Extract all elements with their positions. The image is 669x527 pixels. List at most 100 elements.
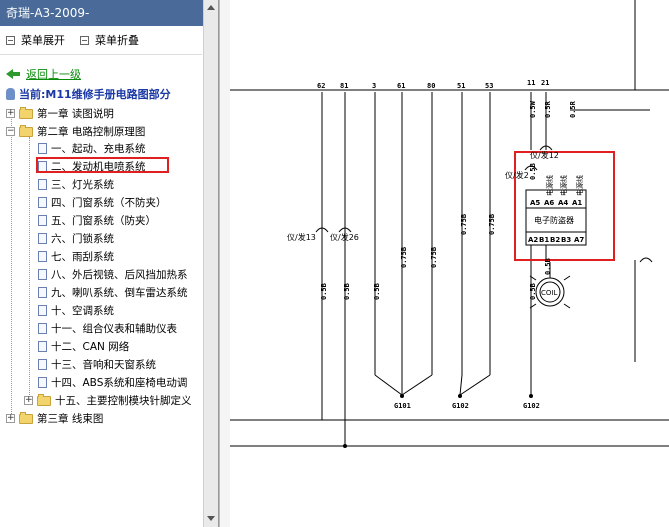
folder-icon	[37, 393, 51, 406]
wire-code: 0.5B	[373, 283, 381, 300]
tree-item-label: 十五、主要控制模块针脚定义	[55, 395, 192, 407]
side-label: 电源线	[575, 175, 584, 196]
connector-label: 仪/发12	[530, 150, 559, 160]
document-icon	[38, 179, 47, 190]
menu-toolbar: 菜单展开 菜单折叠	[0, 28, 202, 50]
back-link-label: 返回上一级	[26, 68, 81, 81]
tree-item-label: 十三、音响和天窗系统	[51, 359, 156, 371]
pin-number: 81	[340, 82, 348, 90]
document-icon	[38, 143, 47, 154]
tree-item-label: 十二、CAN 网络	[51, 341, 130, 353]
navigation-panel: 奇瑞-A3-2009- 菜单展开 菜单折叠 返回上一级 当前:M11维修手册电路…	[0, 0, 219, 527]
document-icon	[38, 287, 47, 298]
wire-code: 0.5W	[529, 100, 537, 118]
folder-open-icon	[19, 124, 33, 137]
document-icon	[38, 269, 47, 280]
tree-item-label: 五、门窗系统（防夹）	[51, 215, 156, 227]
document-icon	[38, 215, 47, 226]
module-pin: B2	[550, 236, 560, 244]
tree-guide	[29, 137, 30, 399]
module-name: 电子防盗器	[534, 215, 574, 225]
tree-item[interactable]: 六、门锁系统	[38, 231, 114, 246]
tree-item-label: 一、起动、充电系统	[51, 143, 146, 155]
document-icon	[38, 377, 47, 388]
tree-item[interactable]: 三、灯光系统	[38, 177, 114, 192]
coil-label: COIL	[541, 289, 557, 297]
collapse-menu-button[interactable]: 菜单折叠	[80, 32, 139, 48]
document-icon	[38, 323, 47, 334]
module-pin: A5	[530, 199, 540, 207]
selection-highlight	[36, 157, 169, 173]
pin-number: 21	[541, 79, 549, 87]
ground-label: G101	[394, 402, 411, 410]
tree-item-folder[interactable]: + 十五、主要控制模块针脚定义	[24, 393, 192, 408]
wire-code: 0.75B	[460, 214, 468, 235]
tree-chapter-3[interactable]: + 第三章 线束图	[6, 411, 103, 426]
tree-item-label: 十、空调系统	[51, 305, 114, 317]
pin-number: 80	[427, 82, 435, 90]
connector-label: 仪/发26	[330, 232, 359, 242]
ground-label: G102	[452, 402, 469, 410]
collapse-toggle-icon[interactable]: −	[6, 126, 15, 136]
module-pin: A2	[528, 236, 538, 244]
connector-label: 仪/发2	[505, 170, 529, 180]
tree-chapter-2[interactable]: − 第二章 电路控制原理图	[6, 124, 145, 139]
tree-item[interactable]: 十二、CAN 网络	[38, 339, 129, 354]
tree-item[interactable]: 十四、ABS系统和座椅电动调	[38, 375, 187, 390]
pin-number: 62	[317, 82, 325, 90]
folder-icon	[19, 411, 33, 424]
collapse-icon	[80, 35, 89, 45]
side-label: 电源线	[559, 175, 568, 196]
wire-code: 0.75B	[400, 247, 408, 268]
current-location: 当前:M11维修手册电路图部分	[6, 86, 171, 102]
expand-toggle-icon[interactable]: +	[6, 108, 15, 118]
document-icon	[38, 305, 47, 316]
document-icon	[38, 341, 47, 352]
expand-menu-button[interactable]: 菜单展开	[6, 32, 65, 48]
wire-code: 0.5B	[529, 163, 537, 180]
document-icon	[38, 197, 47, 208]
folder-icon	[19, 106, 33, 119]
document-icon	[38, 359, 47, 370]
tree-item[interactable]: 一、起动、充电系统	[38, 141, 146, 156]
tree-item[interactable]: 十、空调系统	[38, 303, 114, 318]
tree-item[interactable]: 五、门窗系统（防夹）	[38, 213, 156, 228]
wire-code: 0.75B	[430, 247, 438, 268]
connector-label: 仪/发13	[287, 232, 316, 242]
document-icon	[38, 233, 47, 244]
tree-item-label: 四、门窗系统（不防夹）	[51, 197, 167, 209]
vertical-scrollbar[interactable]	[203, 0, 218, 527]
tree-item[interactable]: 十三、音响和天窗系统	[38, 357, 156, 372]
module-pin: B1	[539, 236, 549, 244]
tree-item[interactable]: 十一、组合仪表和辅助仪表	[38, 321, 177, 336]
wire-code: 0.5B	[320, 283, 328, 300]
wire-code: 0.5R	[569, 100, 577, 118]
tree-item[interactable]: 九、喇叭系统、倒车雷达系统	[38, 285, 188, 300]
document-icon	[38, 251, 47, 262]
divider-line	[0, 54, 202, 55]
expand-icon	[6, 35, 15, 45]
pin-number: 51	[457, 82, 465, 90]
tree-item-label: 九、喇叭系统、倒车雷达系统	[51, 287, 188, 299]
panel-title: 奇瑞-A3-2009-	[0, 0, 208, 26]
tree-item-label: 十四、ABS系统和座椅电动调	[51, 377, 188, 389]
module-pin: B3	[561, 236, 571, 244]
tree-chapter-1[interactable]: + 第一章 读图说明	[6, 106, 114, 121]
tree-guide	[11, 114, 12, 416]
wire-code: 0.5B	[343, 283, 351, 300]
tree-item[interactable]: 七、雨刮系统	[38, 249, 114, 264]
tree-chapter-3-label: 第三章 线束图	[37, 413, 104, 425]
pin-number: 11	[527, 79, 535, 87]
pin-number: 61	[397, 82, 405, 90]
wiring-diagram: 62 81 3 61 80 51 53 11 21 0.5W 0.5R 0.5R…	[230, 0, 669, 527]
wire-code: 0.5R	[544, 100, 552, 118]
pin-number: 3	[372, 82, 376, 90]
back-link[interactable]: 返回上一级	[6, 66, 81, 82]
scroll-down-icon[interactable]	[206, 514, 216, 524]
scroll-up-icon[interactable]	[206, 3, 216, 13]
tree-item[interactable]: 八、外后视镜、后风挡加热系	[38, 267, 188, 282]
expand-toggle-icon[interactable]: +	[6, 413, 15, 423]
tree-item-label: 六、门锁系统	[51, 233, 114, 245]
expand-toggle-icon[interactable]: +	[24, 395, 33, 405]
tree-item[interactable]: 四、门窗系统（不防夹）	[38, 195, 167, 210]
